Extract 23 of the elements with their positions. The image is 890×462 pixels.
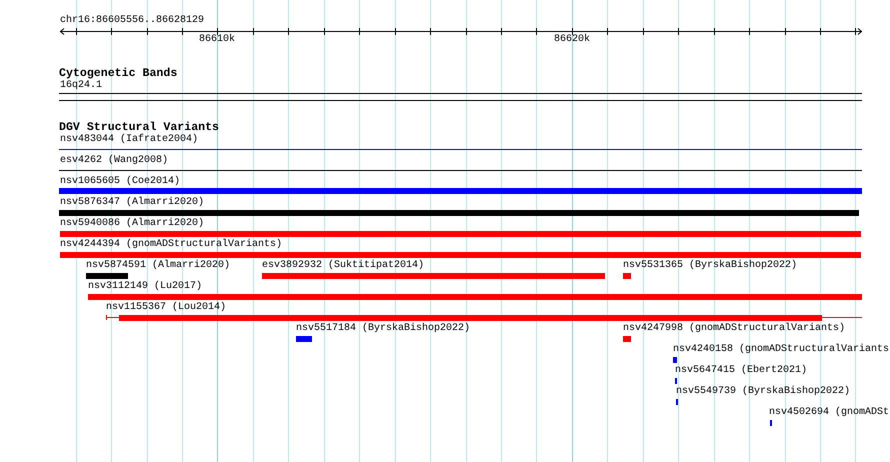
- tick-label: 86610k: [199, 34, 236, 46]
- variant-label: nsv1065605 (Coe2014): [60, 176, 180, 188]
- variant-label: nsv5531365 (ByrskaBishop2022): [623, 260, 798, 272]
- variant-label: nsv5517184 (ByrskaBishop2022): [296, 323, 470, 335]
- variant-label: nsv3112149 (Lu2017): [88, 281, 202, 293]
- variant-label: nsv4502694 (gnomADSt: [769, 407, 890, 419]
- variant-label: nsv4247998 (gnomADStructuralVariants): [623, 323, 846, 335]
- variant-label: esv3892932 (Suktitipat2014): [262, 260, 424, 272]
- coordinate-label: chr16:86605556..86628129: [60, 15, 204, 27]
- variant-label: nsv483044 (Iafrate2004): [60, 134, 198, 146]
- variant-label: nsv5647415 (Ebert2021): [675, 365, 808, 377]
- variant-label: nsv5876347 (Almarri2020): [60, 197, 204, 209]
- variant-label: nsv4240158 (gnomADStructuralVariants: [673, 344, 890, 356]
- track-title: DGV Structural Variants: [59, 122, 220, 134]
- variant-label: nsv5874591 (Almarri2020): [86, 260, 230, 272]
- variant-label: nsv4244394 (gnomADStructuralVariants): [60, 239, 282, 251]
- variant-label: nsv1155367 (Lou2014): [106, 302, 226, 314]
- track-title: Cytogenetic Bands: [59, 68, 178, 80]
- variant-label: nsv5549739 (ByrskaBishop2022): [676, 386, 850, 398]
- tick-label: 86620k: [554, 34, 590, 46]
- band-label: 16q24.1: [60, 80, 102, 92]
- variant-label: nsv5940086 (Almarri2020): [60, 218, 204, 230]
- variant-label: esv4262 (Wang2008): [60, 155, 168, 167]
